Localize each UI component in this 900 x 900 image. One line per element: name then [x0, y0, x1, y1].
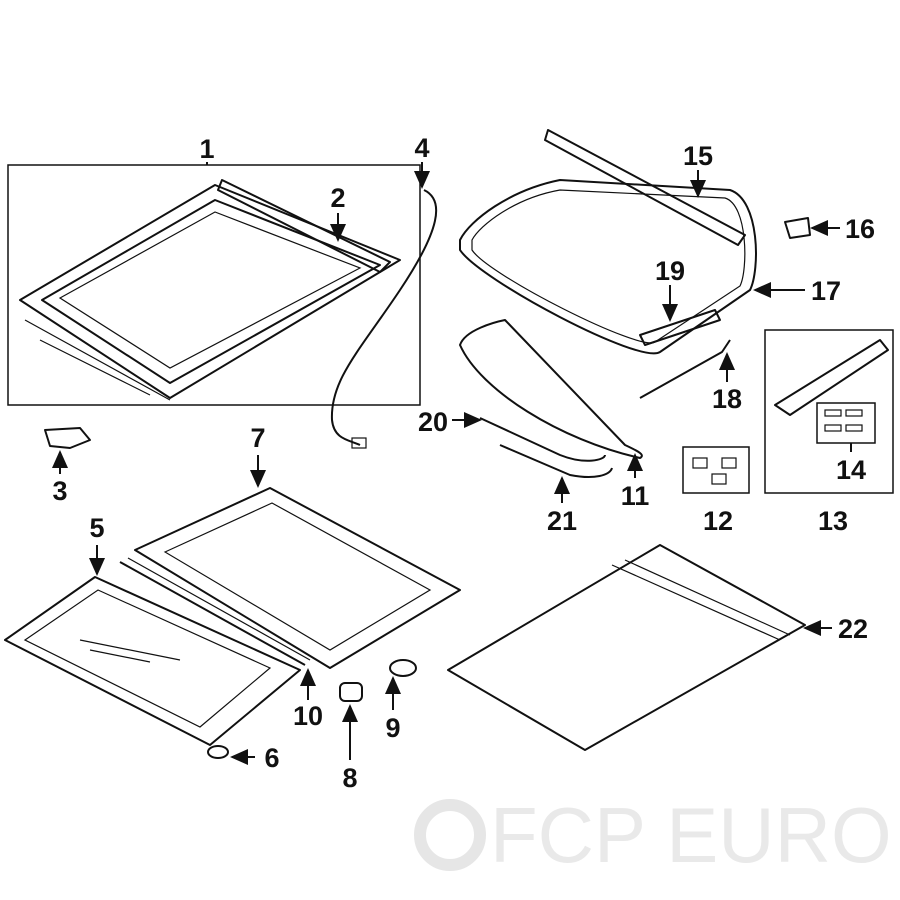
callout-22: 22	[838, 614, 868, 644]
callout-1: 1	[199, 134, 214, 164]
part-19-seal	[639, 309, 721, 346]
group-box-13	[764, 329, 894, 494]
group-box-14	[816, 402, 876, 444]
part-10-seal-strip	[119, 557, 311, 666]
callout-7: 7	[250, 423, 265, 453]
callout-4: 4	[414, 133, 429, 163]
callout-14: 14	[836, 455, 866, 485]
callout-20: 20	[418, 407, 448, 437]
part-6-grommet	[207, 745, 229, 759]
callout-12: 12	[703, 506, 733, 536]
part-7-sunroof-frame	[134, 487, 461, 669]
part-21-seal	[499, 444, 613, 478]
callout-5: 5	[89, 513, 104, 543]
part-11-seal	[459, 319, 643, 459]
group-box-12	[682, 446, 750, 494]
part-8-bumper	[339, 682, 363, 702]
callout-16: 16	[845, 214, 875, 244]
callout-17: 17	[811, 276, 841, 306]
callout-19: 19	[655, 256, 685, 286]
part-sunroof-frame-assembly	[19, 184, 401, 401]
part-12-clips	[692, 457, 737, 485]
callout-15: 15	[683, 141, 713, 171]
callout-6: 6	[264, 743, 279, 773]
watermark: FCP EURO	[414, 791, 892, 879]
callout-21: 21	[547, 506, 577, 536]
callout-11: 11	[621, 481, 650, 511]
callout-2: 2	[330, 183, 345, 213]
svg-text:FCP EURO: FCP EURO	[490, 791, 892, 879]
part-20-seal	[479, 417, 606, 462]
callout-18: 18	[712, 384, 742, 414]
part-4-drain-hose	[330, 189, 438, 449]
callout-9: 9	[385, 713, 400, 743]
part-15-deflector	[544, 129, 746, 246]
part-5-glass-panel	[4, 576, 301, 746]
leader-arrows	[52, 162, 852, 765]
part-13-mechanism	[774, 339, 889, 416]
part-17-glass-seal	[459, 179, 757, 355]
callout-10: 10	[293, 701, 323, 731]
part-3-clip	[44, 427, 91, 449]
callout-3: 3	[52, 476, 67, 506]
part-16-clip	[784, 217, 811, 239]
callout-8: 8	[342, 763, 357, 793]
part-22-sunshade	[447, 544, 806, 751]
part-14-pads	[824, 409, 863, 432]
group-box-1	[7, 164, 421, 406]
part-9-bracket	[389, 659, 417, 677]
callout-13: 13	[818, 506, 848, 536]
